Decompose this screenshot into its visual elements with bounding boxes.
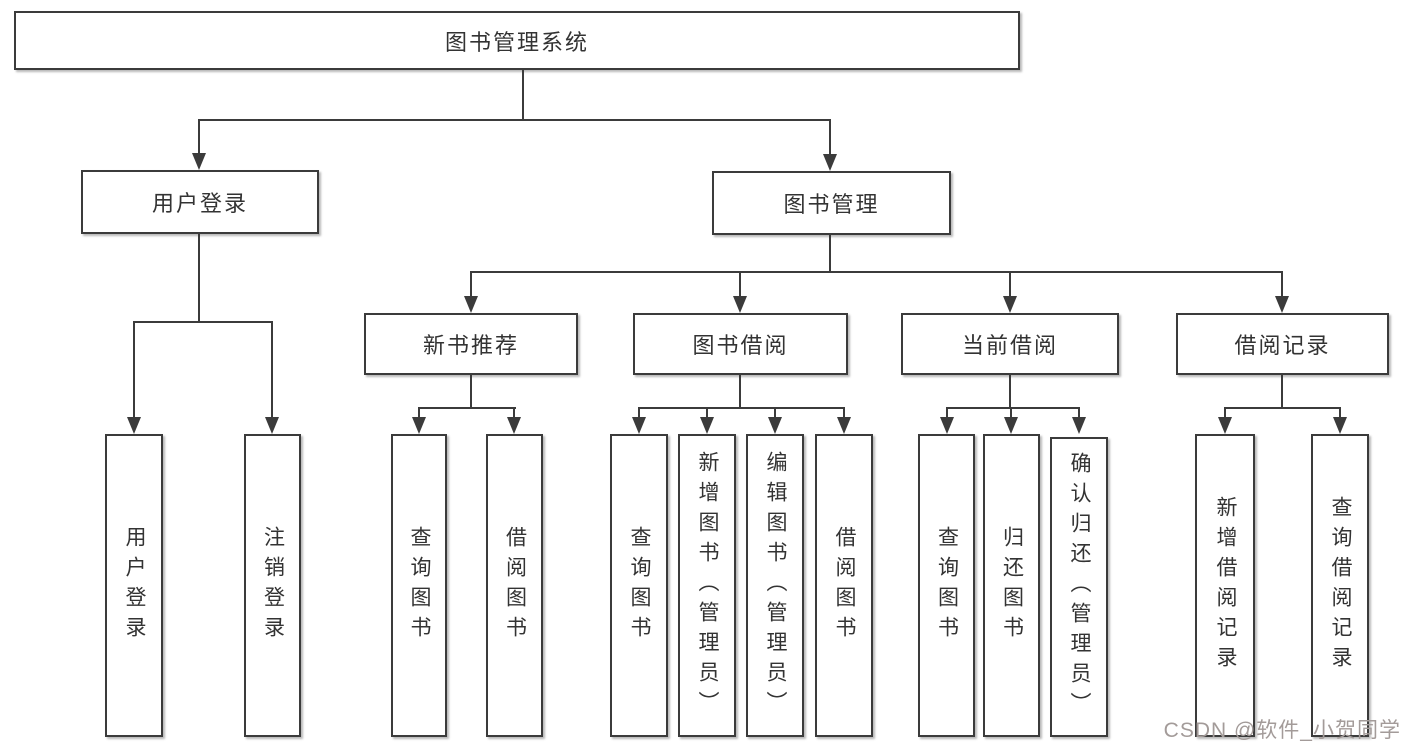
connector-book-mgmt-rail	[470, 271, 1283, 273]
node-leaf-logout: 注销登录	[244, 434, 301, 737]
connector-to-bb-borrow	[843, 409, 845, 417]
connector-to-current-borrow	[1009, 273, 1011, 297]
connector-book-borrow-rail	[638, 407, 845, 409]
arrowhead-leaf-login	[127, 417, 141, 434]
node-leaf-bb-query: 查询图书	[610, 434, 668, 737]
node-new-books: 新书推荐	[364, 313, 578, 375]
connector-root-stem	[522, 70, 524, 119]
node-user-login: 用户登录	[81, 170, 319, 234]
arrowhead-user-login	[192, 153, 206, 170]
node-leaf-nb-borrow: 借阅图书	[486, 434, 543, 737]
node-current-borrow: 当前借阅	[901, 313, 1119, 375]
connector-user-login-stem	[198, 234, 200, 323]
node-leaf-cb-confirm: 确认归还（管理员）	[1050, 437, 1108, 737]
connector-new-books-rail	[418, 407, 516, 409]
connector-to-leaf-login	[133, 323, 135, 417]
connector-to-br-add	[1224, 409, 1226, 417]
connector-current-borrow-stem	[1009, 375, 1011, 408]
connector-root-rail	[198, 119, 831, 121]
connector-to-br-query	[1339, 409, 1341, 417]
node-leaf-br-query: 查询借阅记录	[1311, 434, 1369, 737]
arrowhead-bb-edit	[768, 417, 782, 434]
arrowhead-cb-confirm	[1072, 417, 1086, 434]
arrowhead-br-add	[1218, 417, 1232, 434]
connector-borrow-records-rail	[1224, 407, 1341, 409]
arrowhead-book-borrow	[733, 296, 747, 313]
connector-to-cb-query	[946, 409, 948, 417]
node-leaf-login: 用户登录	[105, 434, 163, 737]
arrowhead-leaf-logout	[265, 417, 279, 434]
connector-to-bb-edit	[774, 409, 776, 417]
arrowhead-cb-return	[1004, 417, 1018, 434]
node-root: 图书管理系统	[14, 11, 1020, 70]
arrowhead-nb-borrow	[507, 417, 521, 434]
connector-to-user-login	[198, 121, 200, 153]
node-book-borrow: 图书借阅	[633, 313, 848, 375]
connector-new-books-stem	[470, 375, 472, 408]
arrowhead-current-borrow	[1003, 296, 1017, 313]
connector-book-mgmt-stem	[829, 235, 831, 271]
connector-to-new-books	[470, 273, 472, 297]
connector-to-cb-confirm	[1078, 409, 1080, 417]
arrowhead-bb-borrow	[837, 417, 851, 434]
arrowhead-br-query	[1333, 417, 1347, 434]
node-leaf-nb-query: 查询图书	[391, 434, 447, 737]
connector-to-cb-return	[1010, 409, 1012, 417]
connector-to-nb-borrow	[513, 409, 515, 417]
connector-to-leaf-logout	[271, 323, 273, 417]
node-leaf-bb-borrow: 借阅图书	[815, 434, 873, 737]
connector-to-nb-query	[418, 409, 420, 417]
arrowhead-bb-query	[632, 417, 646, 434]
arrowhead-borrow-records	[1275, 296, 1289, 313]
arrowhead-nb-query	[412, 417, 426, 434]
arrowhead-new-books	[464, 296, 478, 313]
node-leaf-bb-edit: 编辑图书（管理员）	[746, 434, 804, 737]
arrowhead-bb-add	[700, 417, 714, 434]
connector-to-borrow-records	[1281, 273, 1283, 297]
csdn-watermark: CSDN @软件_小贺同学	[1163, 719, 1401, 742]
node-borrow-records: 借阅记录	[1176, 313, 1389, 375]
connector-to-book-mgmt	[829, 121, 831, 154]
connector-to-book-borrow	[739, 273, 741, 297]
node-leaf-br-add: 新增借阅记录	[1195, 434, 1255, 737]
connector-to-bb-add	[706, 409, 708, 417]
node-leaf-cb-query: 查询图书	[918, 434, 975, 737]
node-leaf-bb-add: 新增图书（管理员）	[678, 434, 736, 737]
connector-user-login-rail	[133, 321, 273, 323]
connector-book-borrow-stem	[739, 375, 741, 408]
connector-current-borrow-rail	[946, 407, 1080, 409]
node-leaf-cb-return: 归还图书	[983, 434, 1040, 737]
connector-to-bb-query	[638, 409, 640, 417]
node-book-mgmt: 图书管理	[712, 171, 951, 235]
arrowhead-book-mgmt	[823, 154, 837, 171]
arrowhead-cb-query	[940, 417, 954, 434]
connector-borrow-records-stem	[1281, 375, 1283, 408]
